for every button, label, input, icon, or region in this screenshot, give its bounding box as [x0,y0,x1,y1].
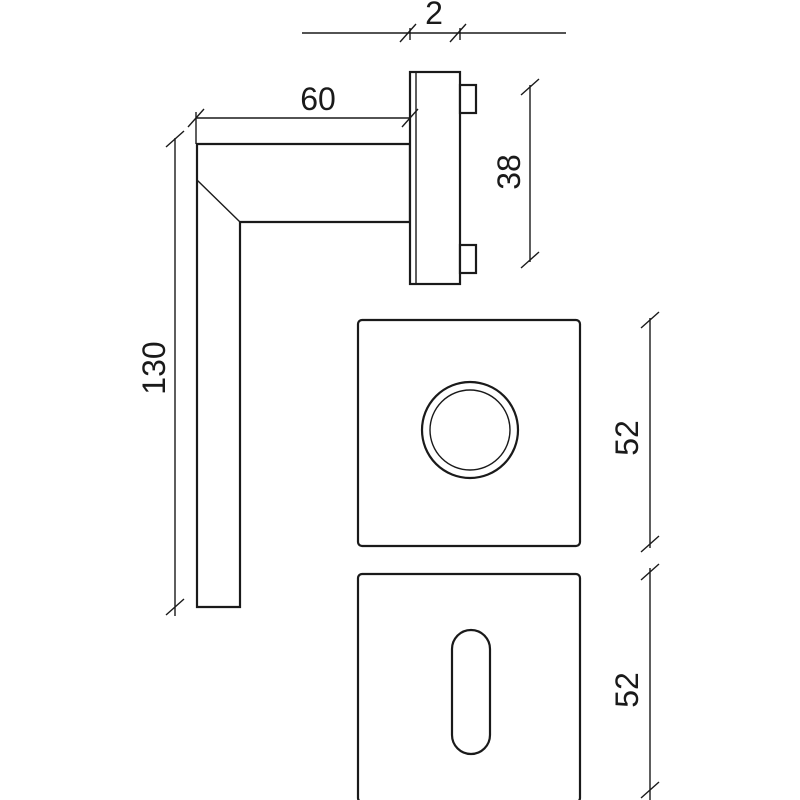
rose-ring-outer [420,380,520,480]
dimension-label-52-rose: 52 [609,420,645,456]
square-rose [356,318,582,548]
rose-ring-inner [429,389,511,471]
keyhole-slot [450,628,492,756]
rose-side-profile [408,70,478,286]
dimension-label-130: 130 [136,341,172,394]
dimension-label-2: 2 [425,0,443,31]
dimension-spindle-spacing: 38 [491,78,540,269]
dimension-lever-height: 130 [136,130,185,616]
dimension-rose-projection: 2 [302,0,566,43]
dimension-rose-size: 52 [609,311,660,553]
dimension-label-38: 38 [491,154,527,190]
dimension-lever-length: 60 [187,81,419,144]
square-escutcheon [356,572,582,800]
dimension-label-60: 60 [300,81,336,117]
dimension-escutcheon-size: 52 [609,563,660,800]
dimension-label-52-escutcheon: 52 [609,672,645,708]
